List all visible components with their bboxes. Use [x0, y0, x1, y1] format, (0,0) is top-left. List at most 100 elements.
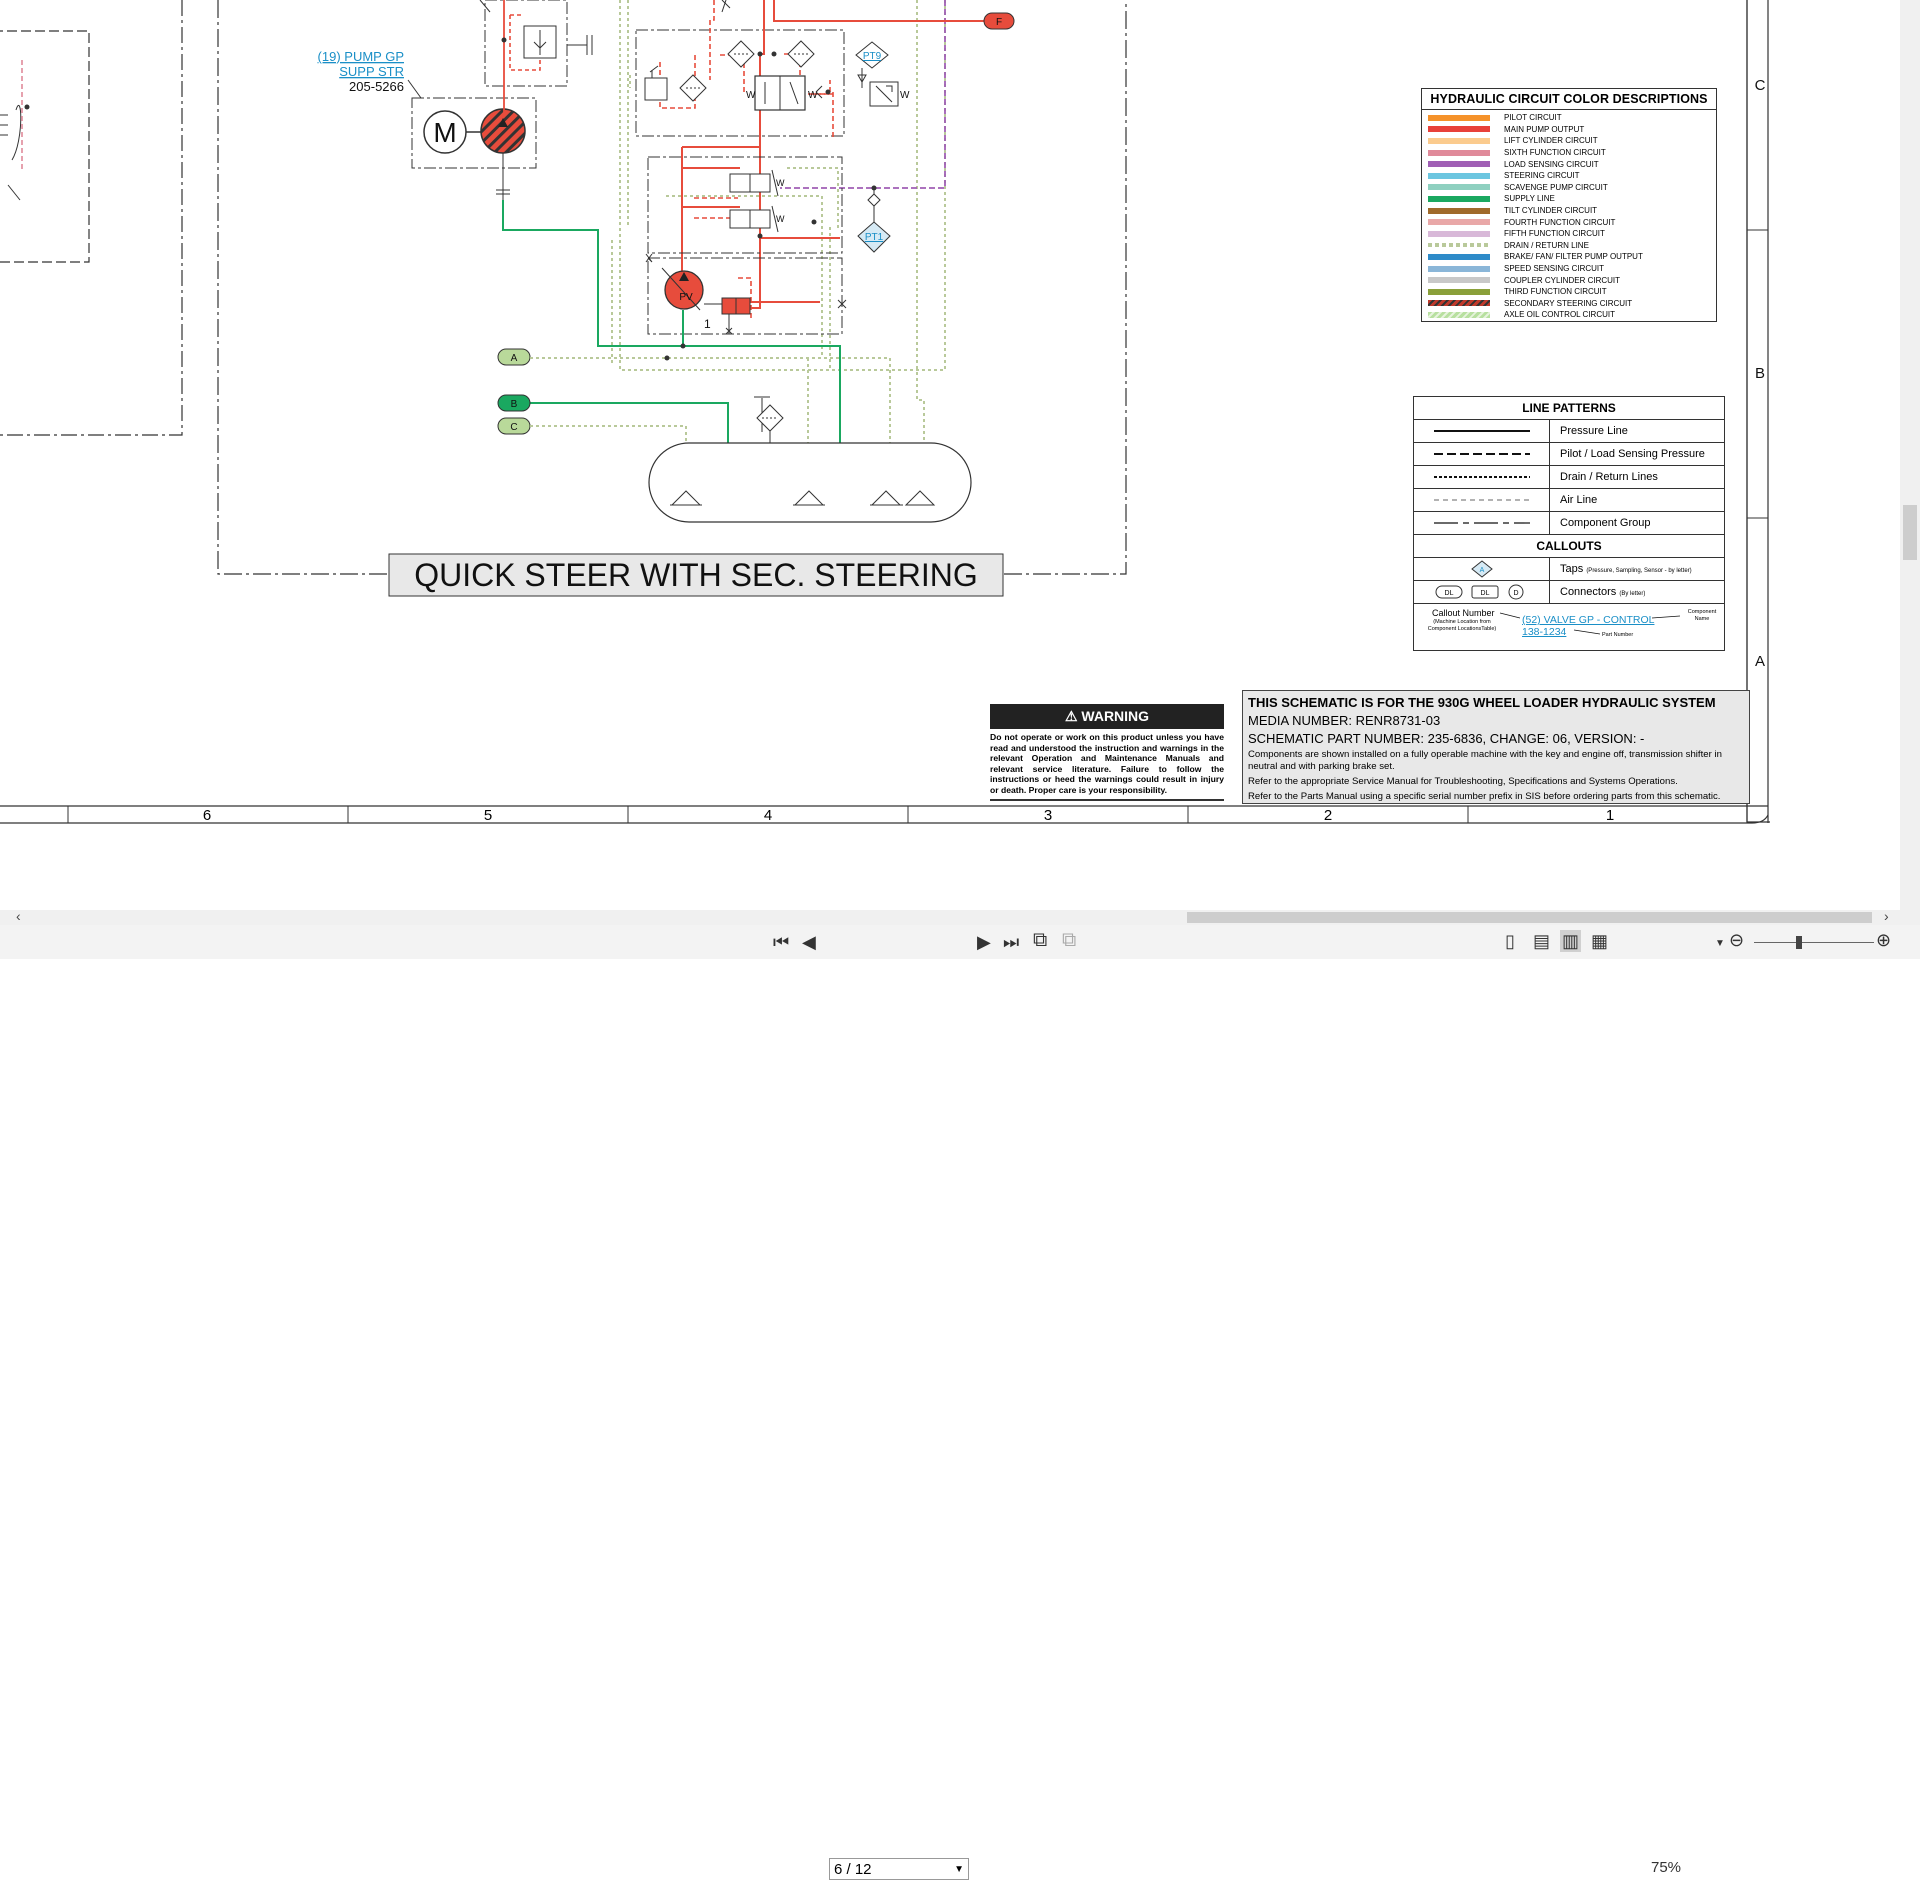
zone-number-5: 5: [484, 807, 492, 824]
pattern-row-drain: Drain / Return Lines: [1414, 466, 1724, 489]
color-label: SCAVENGE PUMP CIRCUIT: [1504, 182, 1608, 192]
color-swatch: [1428, 311, 1490, 318]
vertical-scroll-thumb[interactable]: [1903, 505, 1917, 560]
svg-text:C: C: [510, 422, 517, 433]
color-row: MAIN PUMP OUTPUT: [1428, 124, 1716, 136]
last-page-icon[interactable]: ⏭: [1003, 932, 1020, 952]
viewer-toolbar: ⏮ ◀ 6 / 12 ▼ ▶ ⏭ ⧉ ⧉ ▯ ▤ ▥ ▦ 75% ▼ ⊖ ⊕: [0, 925, 1920, 1880]
color-label: SUPPLY LINE: [1504, 194, 1555, 204]
tap-pt9[interactable]: PT9: [863, 51, 882, 62]
color-row: LIFT CYLINDER CIRCUIT: [1428, 135, 1716, 147]
fit-width-icon[interactable]: ⧉: [1062, 929, 1077, 951]
line-patterns-title: LINE PATTERNS: [1414, 397, 1724, 420]
color-swatch: [1428, 126, 1490, 133]
color-swatch: [1428, 114, 1490, 121]
scroll-right-icon[interactable]: ›: [1884, 908, 1889, 924]
callouts-title: CALLOUTS: [1414, 535, 1724, 558]
zoom-in-icon[interactable]: ⊕: [1876, 930, 1892, 950]
horizontal-scroll-thumb[interactable]: [1187, 912, 1872, 923]
pump-callout-name-1[interactable]: (19) PUMP GP: [318, 49, 404, 64]
color-swatch: [1428, 149, 1490, 156]
example-component-link[interactable]: (52) VALVE GP - CONTROL: [1522, 614, 1655, 626]
color-label: BRAKE/ FAN/ FILTER PUMP OUTPUT: [1504, 252, 1643, 262]
color-swatch: [1428, 300, 1490, 307]
color-swatch: [1428, 277, 1490, 284]
info-title: THIS SCHEMATIC IS FOR THE 930G WHEEL LOA…: [1248, 695, 1716, 710]
color-label: PILOT CIRCUIT: [1504, 113, 1562, 123]
page-dropdown-icon[interactable]: ▼: [954, 1864, 964, 1875]
horizontal-scrollbar[interactable]: ‹ ›: [0, 908, 1920, 925]
color-swatch: [1428, 288, 1490, 295]
example-part-link[interactable]: 138-1234: [1522, 626, 1567, 638]
callout-row-connectors: DL DL D Connectors (By letter): [1414, 581, 1724, 604]
vertical-scrollbar[interactable]: [1900, 0, 1920, 910]
motor-symbol: M: [433, 117, 456, 148]
zone-number-6: 6: [203, 807, 211, 824]
svg-text:D: D: [1513, 590, 1518, 597]
warning-text: Do not operate or work on this product u…: [990, 732, 1224, 795]
connector-f: [983, 12, 1015, 30]
secondary-steering-pump: [480, 108, 526, 154]
color-swatch: [1428, 265, 1490, 272]
warning-block: ⚠ WARNING Do not operate or work on this…: [990, 704, 1224, 801]
info-notes: Components are shown installed on a full…: [1248, 749, 1722, 802]
color-swatch: [1428, 137, 1490, 144]
color-swatch: [1428, 219, 1490, 226]
color-label: SIXTH FUNCTION CIRCUIT: [1504, 148, 1606, 158]
two-page-continuous-icon[interactable]: ▦: [1591, 931, 1609, 951]
two-page-view-icon[interactable]: ▥: [1560, 930, 1582, 952]
color-label: COUPLER CYLINDER CIRCUIT: [1504, 275, 1621, 285]
svg-text:F: F: [996, 17, 1002, 28]
zoom-slider[interactable]: [1754, 936, 1874, 949]
color-row: SECONDARY STEERING CIRCUIT: [1428, 298, 1716, 310]
document-viewport[interactable]: QUICK STEER WITH SEC. STEERING (19) PUMP…: [0, 0, 1920, 910]
color-row: SUPPLY LINE: [1428, 193, 1716, 205]
color-table-title: HYDRAULIC CIRCUIT COLOR DESCRIPTIONS: [1422, 89, 1716, 110]
single-page-view-icon[interactable]: ▯: [1505, 931, 1515, 951]
info-media-number: MEDIA NUMBER: RENR8731-03: [1248, 713, 1441, 728]
tap-pt1[interactable]: PT1: [865, 232, 884, 243]
color-label: LIFT CYLINDER CIRCUIT: [1504, 136, 1598, 146]
continuous-view-icon[interactable]: ▤: [1533, 931, 1551, 951]
fit-page-icon[interactable]: ⧉: [1033, 929, 1048, 951]
first-page-icon[interactable]: ⏮: [773, 932, 790, 952]
svg-text:DL: DL: [1480, 590, 1489, 597]
previous-page-icon[interactable]: ◀: [802, 932, 816, 952]
color-row: COUPLER CYLINDER CIRCUIT: [1428, 274, 1716, 286]
page-number-input[interactable]: 6 / 12 ▼: [829, 1858, 969, 1880]
zoom-value[interactable]: 75%: [1651, 1859, 1682, 1876]
zoom-out-icon[interactable]: ⊖: [1729, 930, 1745, 950]
color-descriptions-table: HYDRAULIC CIRCUIT COLOR DESCRIPTIONS PIL…: [1421, 88, 1717, 322]
warning-triangle-icon: ⚠: [1064, 708, 1078, 724]
color-label: STEERING CIRCUIT: [1504, 171, 1580, 181]
pump-callout-part: 205-5266: [349, 79, 404, 94]
color-label: DRAIN / RETURN LINE: [1504, 240, 1589, 250]
color-row: BRAKE/ FAN/ FILTER PUMP OUTPUT: [1428, 251, 1716, 263]
scroll-left-icon[interactable]: ‹: [16, 908, 21, 924]
color-swatch: [1428, 184, 1490, 191]
color-row: SCAVENGE PUMP CIRCUIT: [1428, 182, 1716, 194]
color-swatch: [1428, 195, 1490, 202]
diagram-title: QUICK STEER WITH SEC. STEERING: [414, 557, 978, 593]
zone-letter-b: B: [1755, 365, 1765, 382]
color-row: SIXTH FUNCTION CIRCUIT: [1428, 147, 1716, 159]
pump-callout-name-2[interactable]: SUPP STR: [339, 64, 404, 79]
svg-text:W: W: [776, 178, 785, 188]
color-row: SPEED SENSING CIRCUIT: [1428, 263, 1716, 275]
next-page-icon[interactable]: ▶: [977, 932, 991, 952]
zoom-dropdown-icon[interactable]: ▼: [1715, 938, 1725, 949]
zoom-slider-thumb[interactable]: [1796, 936, 1802, 949]
zone-letter-c: C: [1755, 77, 1766, 94]
color-label: AXLE OIL CONTROL CIRCUIT: [1504, 310, 1615, 320]
color-row: FOURTH FUNCTION CIRCUIT: [1428, 216, 1716, 228]
color-label: FIFTH FUNCTION CIRCUIT: [1504, 229, 1605, 239]
zone-number-3: 3: [1044, 807, 1052, 824]
svg-text:W: W: [746, 90, 756, 101]
color-row: DRAIN / RETURN LINE: [1428, 240, 1716, 252]
pattern-row-pilot: Pilot / Load Sensing Pressure: [1414, 443, 1724, 466]
color-label: SPEED SENSING CIRCUIT: [1504, 264, 1605, 274]
color-row: TILT CYLINDER CIRCUIT: [1428, 205, 1716, 217]
line-patterns-table: LINE PATTERNS Pressure Line Pilot / Load…: [1413, 396, 1725, 651]
svg-text:A: A: [511, 353, 518, 364]
color-row: THIRD FUNCTION CIRCUIT: [1428, 286, 1716, 298]
